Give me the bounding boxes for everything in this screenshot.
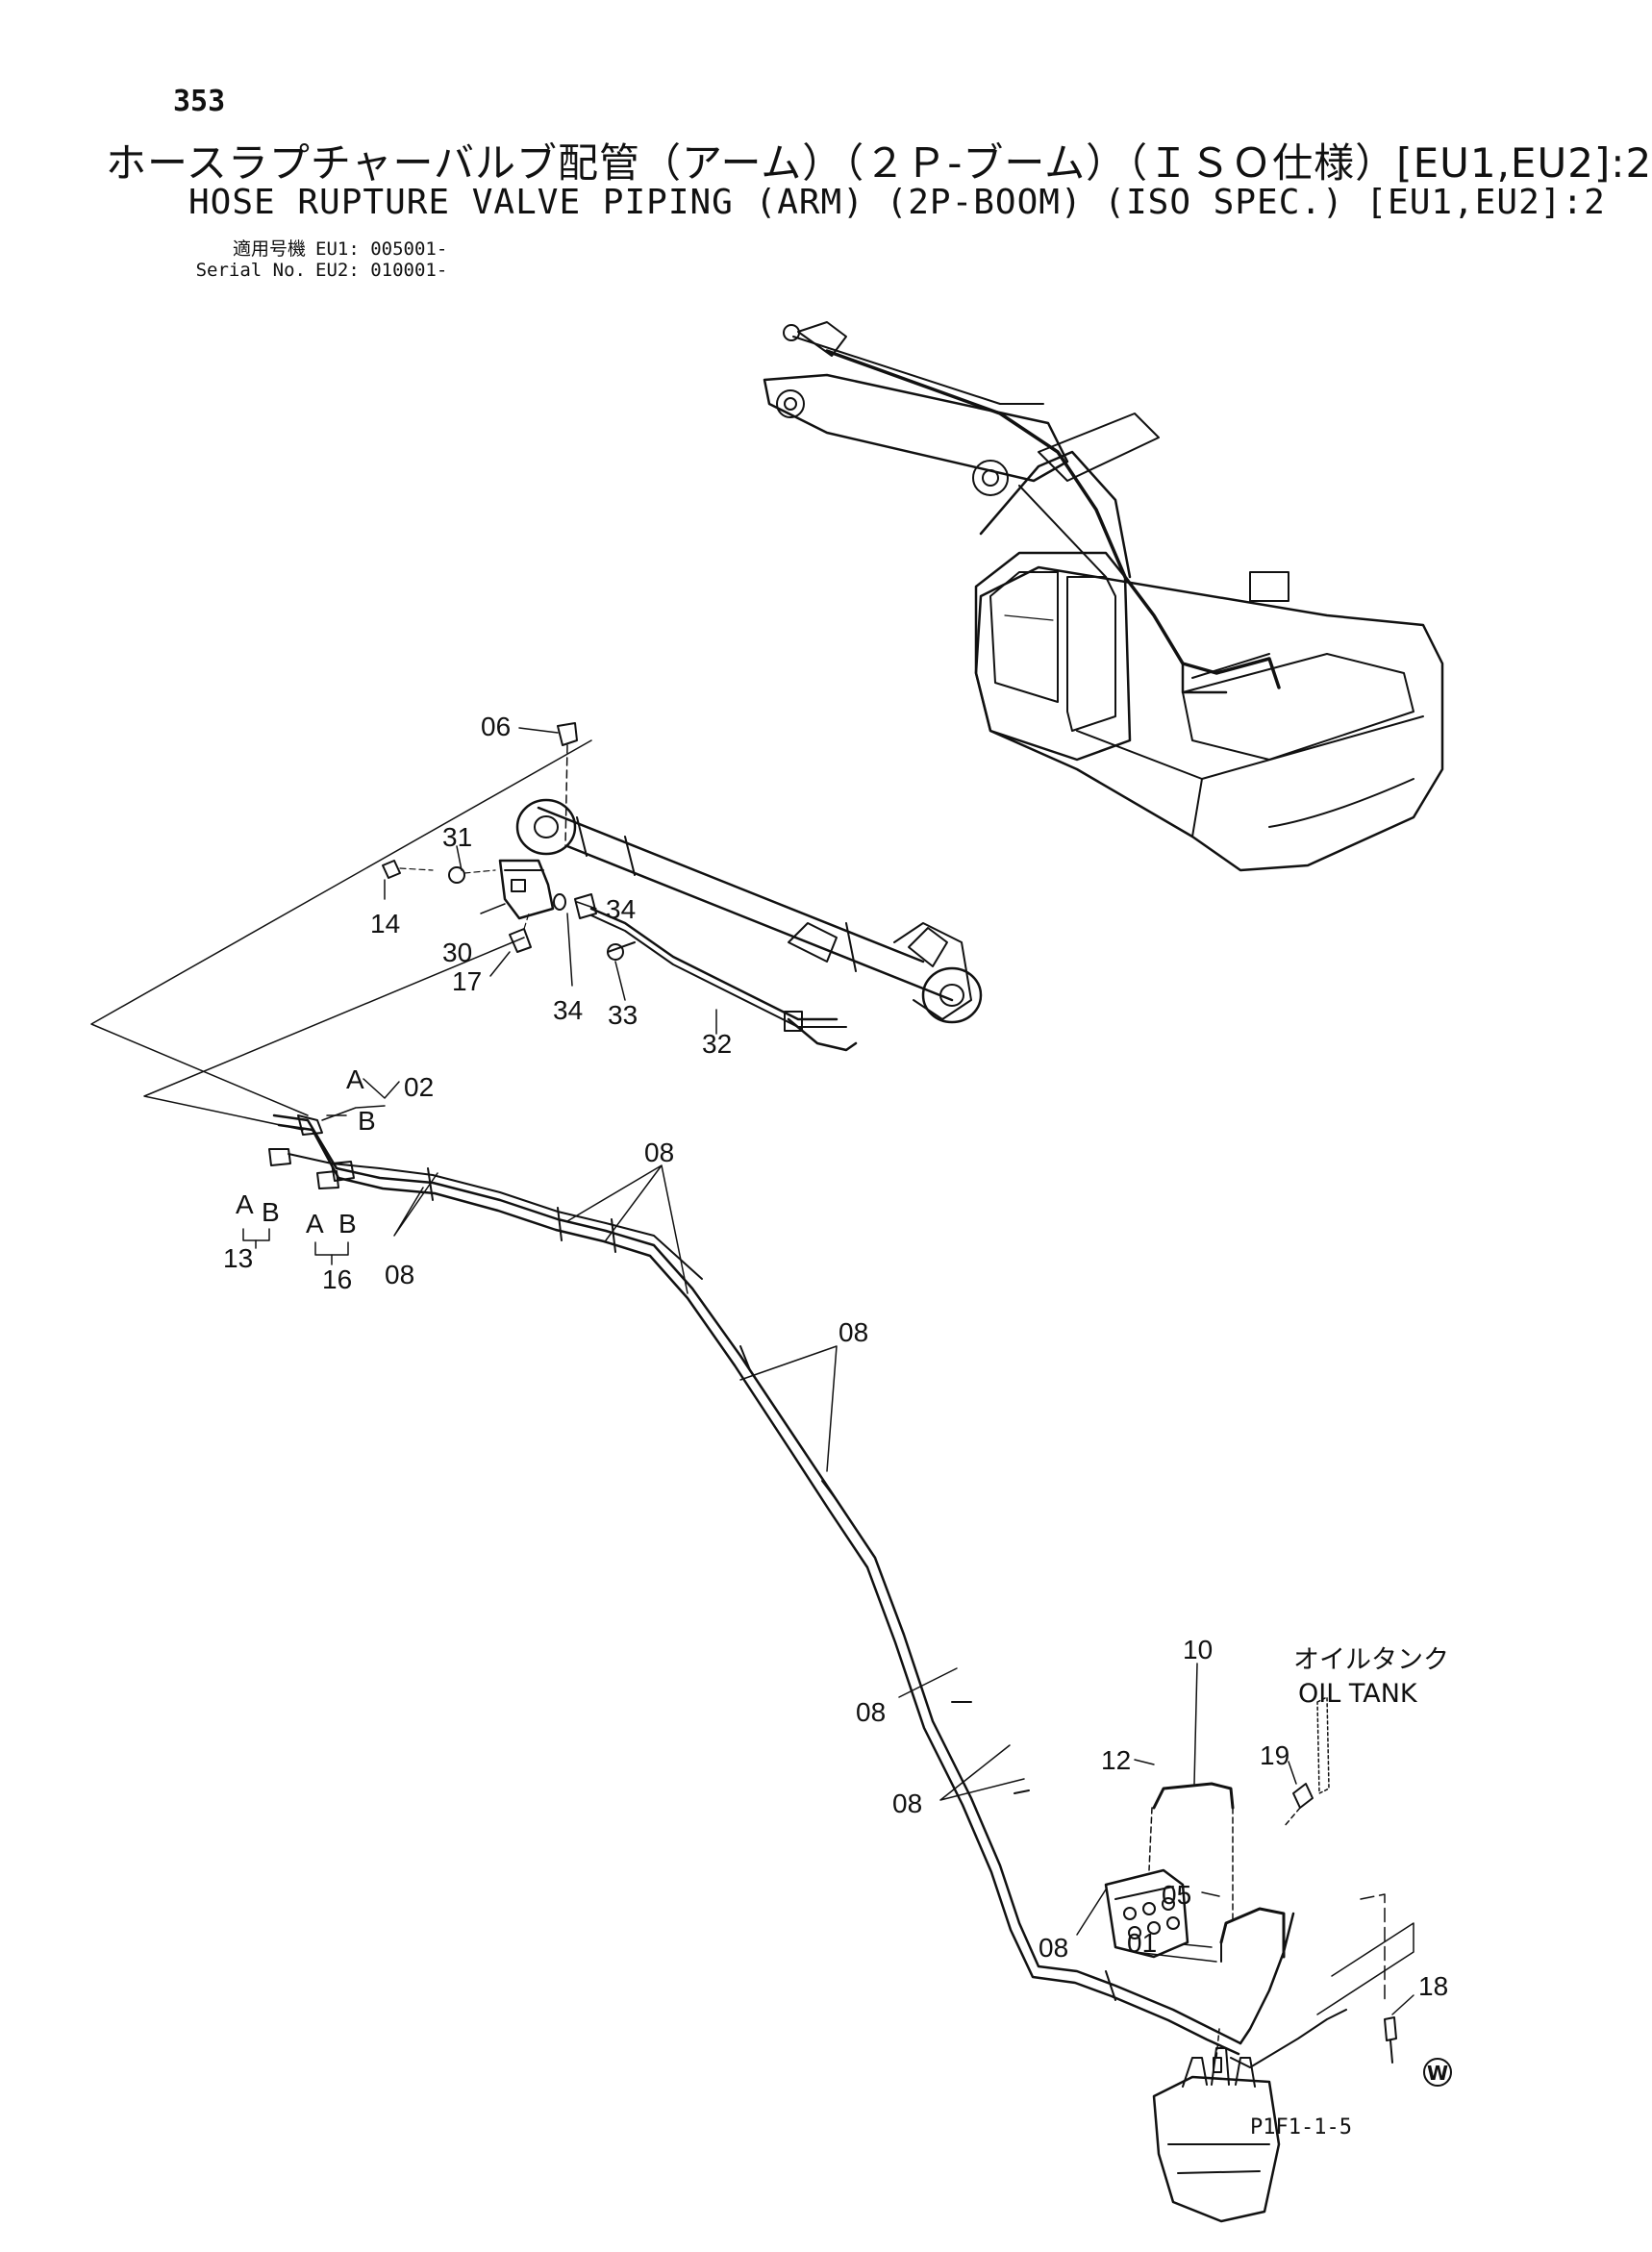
callout-19: 19 <box>1260 1740 1289 1770</box>
callout-34-lower: 34 <box>553 995 583 1025</box>
callout-08-d: 08 <box>856 1697 886 1727</box>
callout-08-a: 08 <box>385 1260 414 1289</box>
w-mark: W <box>1423 2058 1452 2087</box>
excavator-illustration <box>763 321 1444 872</box>
oil-tank-label-jp: オイルタンク <box>1293 1645 1449 1675</box>
serial-eu1: EU1: 005001- <box>315 238 448 260</box>
callout-08-c: 08 <box>839 1317 868 1347</box>
page-number: 353 <box>173 85 226 118</box>
callout-16-a: A <box>306 1209 324 1239</box>
control-valve-area <box>1104 1696 1397 2223</box>
serial-eu2: EU2: 010001- <box>315 260 448 281</box>
callout-10: 10 <box>1183 1635 1213 1664</box>
w-mark-letter: W <box>1427 2062 1448 2085</box>
title-japanese: ホースラプチャーバルブ配管（アーム）（２Ｐ-ブーム）（ＩＳＯ仕様）[EU1,EU… <box>106 139 1652 187</box>
callout-13: 13 <box>223 1243 253 1273</box>
callout-32: 32 <box>702 1029 732 1059</box>
callout-05: 05 <box>1162 1880 1191 1910</box>
title-english: HOSE RUPTURE VALVE PIPING (ARM) (2P-BOOM… <box>188 183 1606 222</box>
callout-16: 16 <box>322 1264 352 1294</box>
callout-02-b: B <box>358 1106 376 1136</box>
callout-08-b: 08 <box>644 1138 674 1167</box>
figure-code: P1F1-1-5 <box>1250 2115 1352 2139</box>
arm-cylinder-assembly <box>382 722 983 1052</box>
callout-13-b: B <box>262 1197 280 1227</box>
callout-31: 31 <box>442 822 472 852</box>
callout-14: 14 <box>370 909 400 938</box>
callout-08-f: 08 <box>1039 1933 1068 1963</box>
callout-06: 06 <box>481 712 511 741</box>
phantom-lines <box>90 739 1414 2015</box>
callout-33: 33 <box>608 1000 638 1030</box>
callout-16-b: B <box>338 1209 357 1239</box>
serial-info: 適用号機 EU1: 005001- Serial No. EU2: 010001- <box>171 238 448 281</box>
leader-lines <box>242 727 1414 2015</box>
hose-route <box>268 1113 1347 2068</box>
callout-18: 18 <box>1418 1971 1448 2001</box>
callout-01: 01 <box>1127 1928 1157 1958</box>
callout-13-a: A <box>236 1189 254 1219</box>
callout-02: 02 <box>404 1072 434 1102</box>
callout-17: 17 <box>452 966 482 996</box>
callout-02-a: A <box>346 1064 364 1094</box>
serial-label-en: Serial No. <box>195 260 306 281</box>
serial-label-jp: 適用号機 <box>232 238 306 260</box>
oil-tank-label-en: OIL TANK <box>1298 1679 1418 1709</box>
callout-30: 30 <box>442 938 472 967</box>
callout-34-upper: 34 <box>606 894 636 924</box>
parts-diagram: 06 31 14 30 34 17 34 33 32 02 A B A B 13… <box>90 321 1452 2223</box>
callout-12: 12 <box>1101 1745 1131 1775</box>
callout-08-e: 08 <box>892 1789 922 1818</box>
